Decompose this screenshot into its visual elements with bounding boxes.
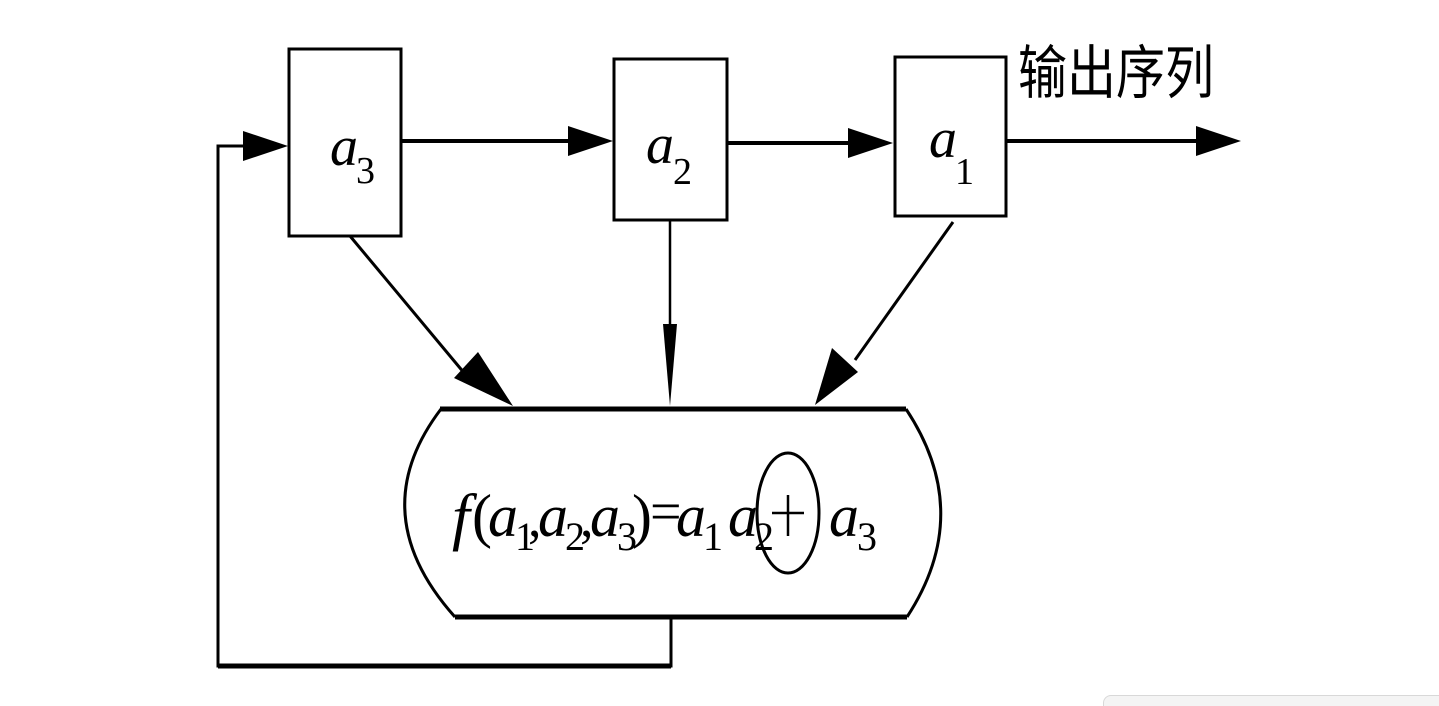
function-box: f ( a 1 , a 2 , a 3 ) = a 1 a 2 a 3 xyxy=(403,406,943,620)
feedback-arrowhead xyxy=(243,131,288,161)
arg3-index: 3 xyxy=(617,514,637,559)
function-formula: f ( a 1 , a 2 , a 3 ) = a 1 a 2 a 3 xyxy=(452,451,877,575)
rhs-last-var: a xyxy=(829,483,859,549)
arg2-var: a xyxy=(538,483,568,549)
rhs-term1-var: a xyxy=(676,483,706,549)
close-paren: ) xyxy=(632,483,652,549)
arg1-var: a xyxy=(488,483,518,549)
arg2-index: 2 xyxy=(565,514,585,559)
corner-panel-edge xyxy=(1103,695,1439,706)
comma-2: , xyxy=(580,488,594,548)
rhs-term1-index: 1 xyxy=(703,514,723,559)
register-a1-var: a xyxy=(929,108,957,170)
rhs-term2-var: a xyxy=(728,483,758,549)
register-a3: a 3 xyxy=(287,47,403,238)
rhs-last-index: 3 xyxy=(857,514,877,559)
feedback-line xyxy=(216,131,673,669)
output-sequence-label: 输出序列 xyxy=(1018,39,1214,107)
equals-sign: = xyxy=(650,481,682,543)
arg3-var: a xyxy=(590,483,620,549)
arrow-a1-to-function xyxy=(815,221,955,405)
arrow-a2-to-function xyxy=(663,220,677,406)
register-a1: a 1 xyxy=(893,55,1008,218)
xor-circle-icon xyxy=(755,451,821,575)
register-a2-var: a xyxy=(646,114,674,176)
comma-1: , xyxy=(528,488,542,548)
arrow-a3-to-a2 xyxy=(401,126,613,156)
register-a2: a 2 xyxy=(612,57,729,222)
register-a1-index: 1 xyxy=(955,151,974,193)
arrow-a1-to-output xyxy=(1006,126,1241,156)
register-a3-index: 3 xyxy=(356,150,375,192)
arrow-a3-to-function xyxy=(348,235,513,406)
register-a3-var: a xyxy=(330,116,358,178)
arrow-a2-to-a1 xyxy=(727,128,893,158)
register-a2-index: 2 xyxy=(673,151,692,193)
open-paren: ( xyxy=(472,483,492,549)
arg1-index: 1 xyxy=(515,514,535,559)
